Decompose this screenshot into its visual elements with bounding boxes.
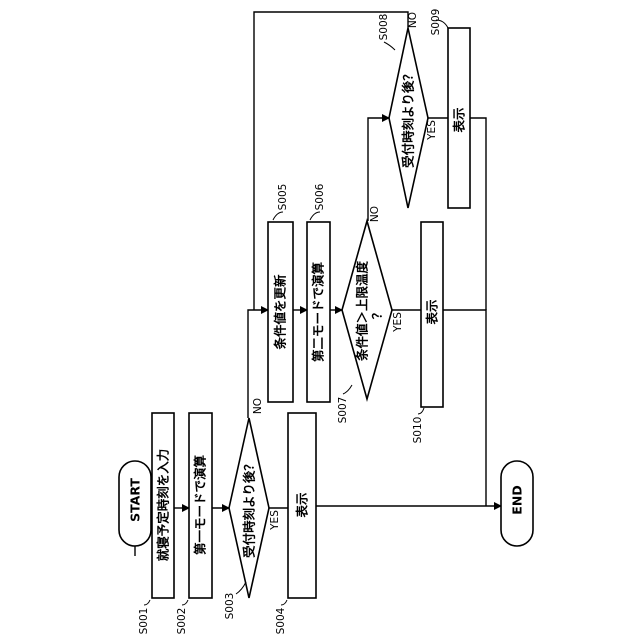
s008-leader bbox=[384, 42, 395, 50]
start-label: START bbox=[128, 478, 143, 522]
s010-label: 表示 bbox=[425, 299, 440, 326]
s003-no-label: NO bbox=[252, 398, 264, 414]
s005-code: S005 bbox=[277, 184, 289, 211]
connector-s010-merge bbox=[443, 310, 486, 506]
s007-leader bbox=[343, 385, 352, 394]
s002-leader bbox=[182, 600, 188, 605]
s008-code: S008 bbox=[378, 14, 390, 41]
s007-code: S007 bbox=[337, 397, 349, 424]
s010-code: S010 bbox=[412, 417, 424, 444]
s008-yes-label: YES bbox=[426, 120, 438, 141]
s003-label: 受付時刻より後？ bbox=[242, 458, 257, 558]
s002-code: S002 bbox=[176, 608, 188, 635]
s004-label: 表示 bbox=[295, 492, 310, 519]
s004-leader bbox=[281, 600, 287, 605]
s001-code: S001 bbox=[138, 608, 150, 635]
s002-label: 第一モードで演算 bbox=[193, 455, 208, 556]
s003-leader bbox=[236, 582, 246, 594]
s010-leader bbox=[418, 408, 424, 414]
s003-code: S003 bbox=[224, 593, 236, 620]
s007-yes-label: YES bbox=[392, 312, 404, 333]
s001-label: 就寝予定時刻を入力 bbox=[156, 449, 171, 562]
s005-label: 条件値を更新 bbox=[273, 274, 288, 351]
s006-label: 第二モードで演算 bbox=[311, 262, 326, 363]
s008-no-label: NO bbox=[407, 12, 419, 28]
s007-no-label: NO bbox=[369, 206, 381, 222]
s007-label-question-mark: ？ bbox=[370, 307, 385, 320]
connector-s007-no bbox=[368, 118, 389, 221]
s006-code: S006 bbox=[314, 183, 326, 210]
connector-s009-merge bbox=[470, 118, 486, 310]
s001-leader bbox=[144, 600, 150, 605]
s003-yes-label: YES bbox=[269, 510, 281, 531]
s007-label: 条件値＞上限温度 bbox=[355, 261, 370, 363]
s004-code: S004 bbox=[275, 607, 287, 634]
s006-leader bbox=[310, 212, 320, 220]
s005-leader bbox=[273, 212, 283, 220]
end-label: END bbox=[510, 485, 525, 514]
s009-label: 表示 bbox=[452, 107, 467, 134]
s009-code: S009 bbox=[430, 9, 442, 36]
s008-label: 受付時刻より後？ bbox=[401, 68, 416, 168]
